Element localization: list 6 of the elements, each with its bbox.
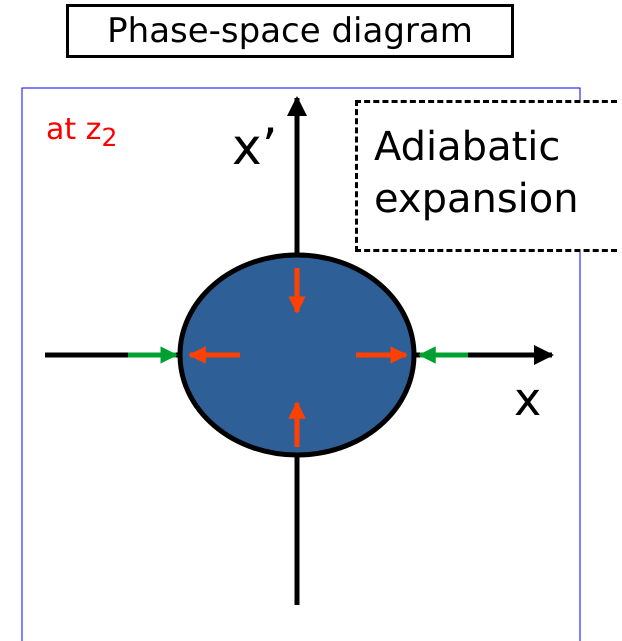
title-box: Phase-space diagram	[66, 4, 514, 58]
position-label: at z$_{2}$	[46, 112, 118, 152]
beam-ellipse	[178, 252, 416, 458]
note-text: Adiabatic expansion	[374, 123, 580, 224]
axis-label: x	[514, 372, 542, 426]
axis-label: x’	[232, 118, 278, 176]
